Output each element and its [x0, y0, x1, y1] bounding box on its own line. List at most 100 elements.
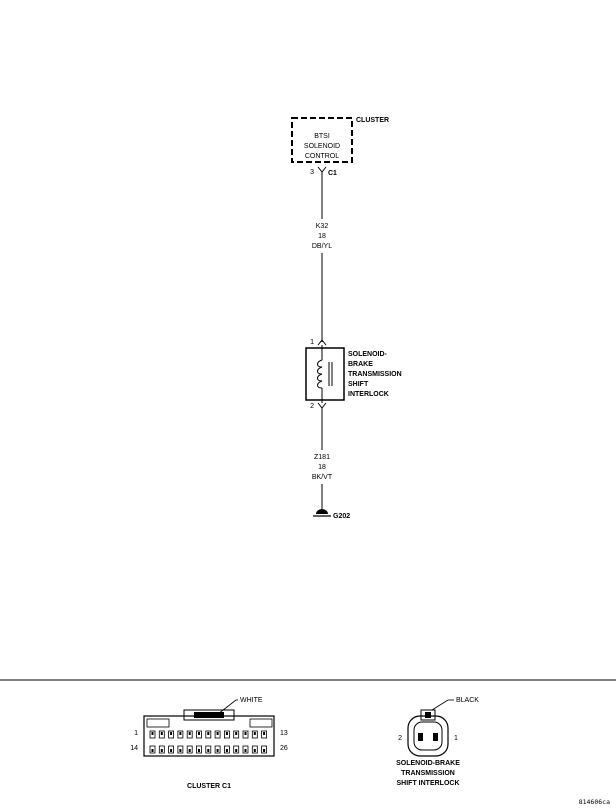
module-line-3: CONTROL	[305, 153, 339, 160]
ground-g202: G202	[313, 509, 350, 520]
c1-pin-cavity	[205, 730, 212, 739]
c1-pin-terminal	[216, 749, 219, 752]
solenoid-conn-title-1: SOLENOID-BRAKE	[396, 760, 460, 767]
c1-pin-terminal	[244, 732, 247, 735]
k32-color: DB/YL	[312, 243, 332, 250]
c1-title: CLUSTER C1	[187, 783, 231, 790]
c1-pin-terminal	[263, 749, 266, 752]
c1-pin-terminal	[198, 732, 200, 735]
module-line-2: SOLENOID	[304, 143, 340, 150]
c1-pin-cavity	[196, 745, 202, 754]
solenoid-conn-pin-1-label: 1	[454, 735, 458, 742]
solenoid-connector-view: BLACK 2 1 SOLENOID-BRAKE TRANSMISSION SH…	[396, 697, 479, 787]
solenoid-conn-pin-1	[433, 733, 438, 741]
c1-pin-terminal	[263, 732, 266, 735]
c1-pin-terminal	[198, 749, 200, 752]
c1-pin-terminal	[235, 732, 238, 735]
c1-pin-cavity	[223, 745, 230, 754]
solenoid-pin-2: 2	[310, 402, 327, 410]
c1-pin-cavity	[168, 730, 175, 739]
cluster-dashed-box	[291, 117, 353, 163]
c1-pin-terminal	[253, 732, 256, 735]
c1-pin-terminal	[225, 732, 228, 735]
c1-pin-terminal	[188, 732, 191, 735]
svg-text:SHIFT: SHIFT	[348, 381, 369, 388]
cluster-module: CLUSTER BTSI SOLENOID CONTROL	[291, 117, 389, 163]
c1-pin-cavity	[261, 730, 268, 739]
z181-circuit: Z181	[314, 454, 330, 461]
solenoid-pin-1: 1	[310, 339, 327, 346]
k32-circuit: K32	[316, 223, 329, 230]
c1-pin-array	[149, 730, 268, 754]
coil-icon	[317, 359, 323, 389]
k32-gauge: 18	[318, 233, 326, 240]
solenoid-conn-latch	[420, 709, 436, 721]
c1-pin-1-label: 1	[134, 730, 138, 737]
ground-icon	[316, 509, 328, 514]
c1-pin-cavity	[196, 730, 202, 739]
svg-text:BRAKE: BRAKE	[348, 361, 373, 368]
c1-pin-cavity	[158, 745, 165, 754]
c1-pin-cavity	[242, 745, 249, 754]
svg-text:SOLENOID-: SOLENOID-	[348, 351, 388, 358]
ground-label: G202	[333, 513, 350, 520]
c1-pin-cavity	[242, 730, 249, 739]
c1-pin-terminal	[160, 732, 163, 735]
module-line-1: BTSI	[314, 133, 330, 140]
cluster-title: CLUSTER	[356, 117, 389, 124]
c1-pin-cavity	[177, 730, 184, 739]
c1-pin-terminal	[235, 749, 238, 752]
c1-pin-terminal	[179, 732, 182, 735]
c1-pin-terminal	[244, 749, 247, 752]
c1-pin-cavity	[261, 745, 268, 754]
connector-symbol	[317, 166, 327, 173]
c1-pin-13-label: 13	[280, 730, 288, 737]
svg-text:TRANSMISSION: TRANSMISSION	[348, 371, 402, 378]
wire-k32-label: K32 18 DB/YL	[310, 219, 334, 253]
c1-color-label: WHITE	[240, 697, 263, 704]
pin-3-label: 3	[310, 169, 314, 176]
c1-pin-cavity	[223, 730, 230, 739]
c1-pin-terminal	[160, 749, 163, 752]
c1-pin-cavity	[233, 730, 240, 739]
c1-pin-terminal	[225, 749, 228, 752]
c1-pin-terminal	[207, 749, 210, 752]
c1-pin-terminal	[170, 749, 173, 752]
c1-pin-cavity	[251, 745, 258, 754]
c1-pin-cavity	[233, 745, 240, 754]
cluster-c1-connector-view: WHITE 1 13 14 26 CLUSTER C1	[130, 697, 288, 790]
c1-pin-26-label: 26	[280, 745, 288, 752]
solenoid-name: SOLENOID- BRAKE TRANSMISSION SHIFT INTER…	[348, 351, 402, 398]
c1-pin-cavity	[158, 730, 165, 739]
c1-pin-cavity	[149, 730, 156, 739]
cluster-c1-pin: 3 C1	[310, 166, 337, 177]
z181-gauge: 18	[318, 464, 326, 471]
solenoid-box	[305, 347, 345, 401]
pin-2-label: 2	[310, 403, 314, 410]
c1-pin-14-label: 14	[130, 745, 138, 752]
solenoid-conn-color-label: BLACK	[456, 697, 479, 704]
c1-pin-cavity	[177, 745, 184, 754]
c1-pin-terminal	[188, 749, 191, 752]
c1-latch	[183, 709, 235, 721]
solenoid-component	[305, 345, 345, 403]
c1-pin-terminal	[207, 732, 210, 735]
c1-pin-terminal	[170, 732, 173, 735]
c1-pin-cavity	[214, 745, 221, 754]
solenoid-conn-title-3: SHIFT INTERLOCK	[397, 780, 460, 787]
svg-text:INTERLOCK: INTERLOCK	[348, 391, 389, 398]
wire-z181-label: Z181 18 BK/VT	[308, 450, 336, 484]
solenoid-conn-pin-2-label: 2	[398, 735, 402, 742]
solenoid-conn-pin-2	[418, 733, 423, 741]
c1-label: C1	[328, 170, 337, 177]
c1-pin-cavity	[168, 745, 175, 754]
solenoid-conn-title-2: TRANSMISSION	[401, 770, 455, 777]
c1-pin-terminal	[151, 749, 154, 752]
c1-pin-terminal	[179, 749, 182, 752]
c1-pin-cavity	[214, 730, 221, 739]
c1-pin-cavity	[186, 745, 193, 754]
c1-pin-cavity	[205, 745, 212, 754]
figure-id: 814606ca	[579, 798, 610, 806]
c1-pin-cavity	[251, 730, 258, 739]
